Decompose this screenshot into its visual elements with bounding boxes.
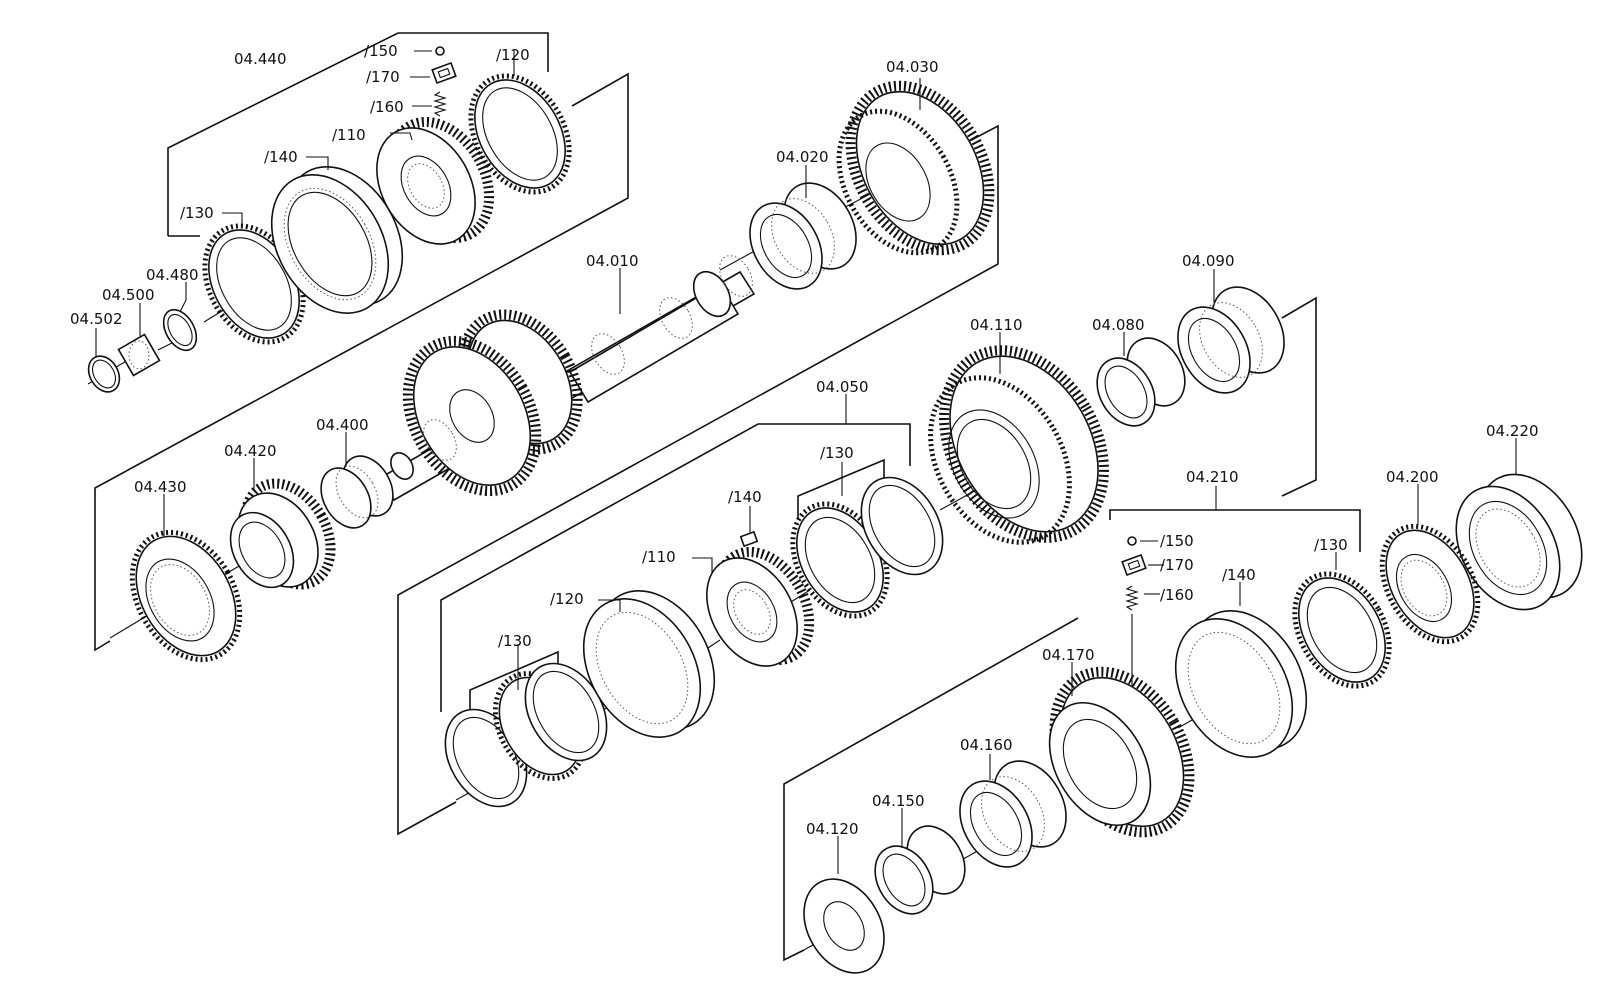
sync-ring-upper-120 <box>468 73 572 195</box>
gear-04-030 <box>836 80 995 256</box>
gear-04-110 <box>928 345 1109 545</box>
label-04-050: 04.050 <box>816 378 869 396</box>
gear-04-200 <box>1379 523 1481 645</box>
label-low-150: /150 <box>1160 532 1194 550</box>
label-04-500: 04.500 <box>102 286 155 304</box>
label-low-130: /130 <box>1314 536 1348 554</box>
label-04-150: 04.150 <box>872 792 925 810</box>
sleeve-upper-140 <box>270 166 404 314</box>
leader-lines <box>95 50 1517 874</box>
label-04-020: 04.020 <box>776 148 829 166</box>
label-04-420: 04.420 <box>224 442 277 460</box>
bracket-mainshaft <box>397 124 999 836</box>
label-04-090: 04.090 <box>1182 252 1235 270</box>
bearing-04-220 <box>1455 473 1583 611</box>
label-04-430: 04.430 <box>134 478 187 496</box>
washer-04-120 <box>803 878 885 974</box>
label-upper-160: /160 <box>370 98 404 116</box>
bracket-upper-right <box>94 72 629 652</box>
label-04-220: 04.220 <box>1486 422 1539 440</box>
label-04-120: 04.120 <box>806 820 859 838</box>
label-upper-130: /130 <box>180 204 214 222</box>
label-04-110: 04.110 <box>970 316 1023 334</box>
ball-upper-150 <box>414 46 445 56</box>
label-upper-120: /120 <box>496 46 530 64</box>
hub-upper-110 <box>376 116 495 245</box>
mainshaft-04-010 <box>378 255 756 502</box>
sync-ring-mid-130b <box>444 662 608 808</box>
label-low-170: /170 <box>1160 556 1194 574</box>
spring-upper-160 <box>412 91 447 117</box>
gear-04-170 <box>1048 666 1195 838</box>
label-mid-120: /120 <box>550 590 584 608</box>
sync-ring-mid-130a <box>790 476 944 619</box>
label-mid-130a: /130 <box>820 444 854 462</box>
needle-bearing-04-020 <box>749 182 857 290</box>
bearing-04-500 <box>117 333 161 377</box>
strut-upper-170 <box>410 61 457 85</box>
label-upper-170: /170 <box>366 68 400 86</box>
spring-low-160 <box>1125 585 1160 696</box>
bracket-right-gear <box>1281 296 1317 497</box>
label-04-080: 04.080 <box>1092 316 1145 334</box>
bracket-04-210 <box>1109 509 1361 552</box>
bracket-lower <box>783 617 1079 962</box>
bearing-04-400 <box>320 455 394 529</box>
label-low-140: /140 <box>1222 566 1256 584</box>
label-04-200: 04.200 <box>1386 468 1439 486</box>
label-04-480: 04.480 <box>146 266 199 284</box>
label-low-160: /160 <box>1160 586 1194 604</box>
label-mid-130b: /130 <box>498 632 532 650</box>
label-04-440: 04.440 <box>234 50 287 68</box>
sleeve-low-140 <box>1174 610 1308 758</box>
bushing-04-150 <box>874 825 966 915</box>
sync-ring-low-130 <box>1292 571 1392 689</box>
needle-bearing-04-090 <box>1177 286 1285 394</box>
bushing-04-080 <box>1096 337 1186 427</box>
sleeve-mid-120 <box>582 590 716 738</box>
bracket-04-050 <box>440 423 911 712</box>
bracket-04-440 <box>167 32 549 236</box>
label-04-400: 04.400 <box>316 416 369 434</box>
label-mid-140: /140 <box>728 488 762 506</box>
label-04-010: 04.010 <box>586 252 639 270</box>
gear-04-420 <box>229 478 336 590</box>
label-04-502: 04.502 <box>70 310 123 328</box>
hub-mid-110 <box>706 546 815 667</box>
needle-bearing-04-160 <box>959 760 1067 868</box>
label-04-210: 04.210 <box>1186 468 1239 486</box>
label-upper-140: /140 <box>264 148 298 166</box>
label-04-160: 04.160 <box>960 736 1013 754</box>
axis-main <box>109 193 871 639</box>
label-mid-110: /110 <box>642 548 676 566</box>
strut-low-170 <box>1121 553 1164 577</box>
snap-ring-04-502 <box>87 355 121 393</box>
bracket-mid130a <box>797 458 885 518</box>
ball-low-150 <box>1127 536 1158 546</box>
label-upper-150: /150 <box>364 42 398 60</box>
circlip-04-480 <box>162 308 198 352</box>
label-04-170: 04.170 <box>1042 646 1095 664</box>
gear-04-430 <box>129 529 243 663</box>
label-upper-110: /110 <box>332 126 366 144</box>
label-04-030: 04.030 <box>886 58 939 76</box>
strut-mid-140 <box>739 530 759 548</box>
